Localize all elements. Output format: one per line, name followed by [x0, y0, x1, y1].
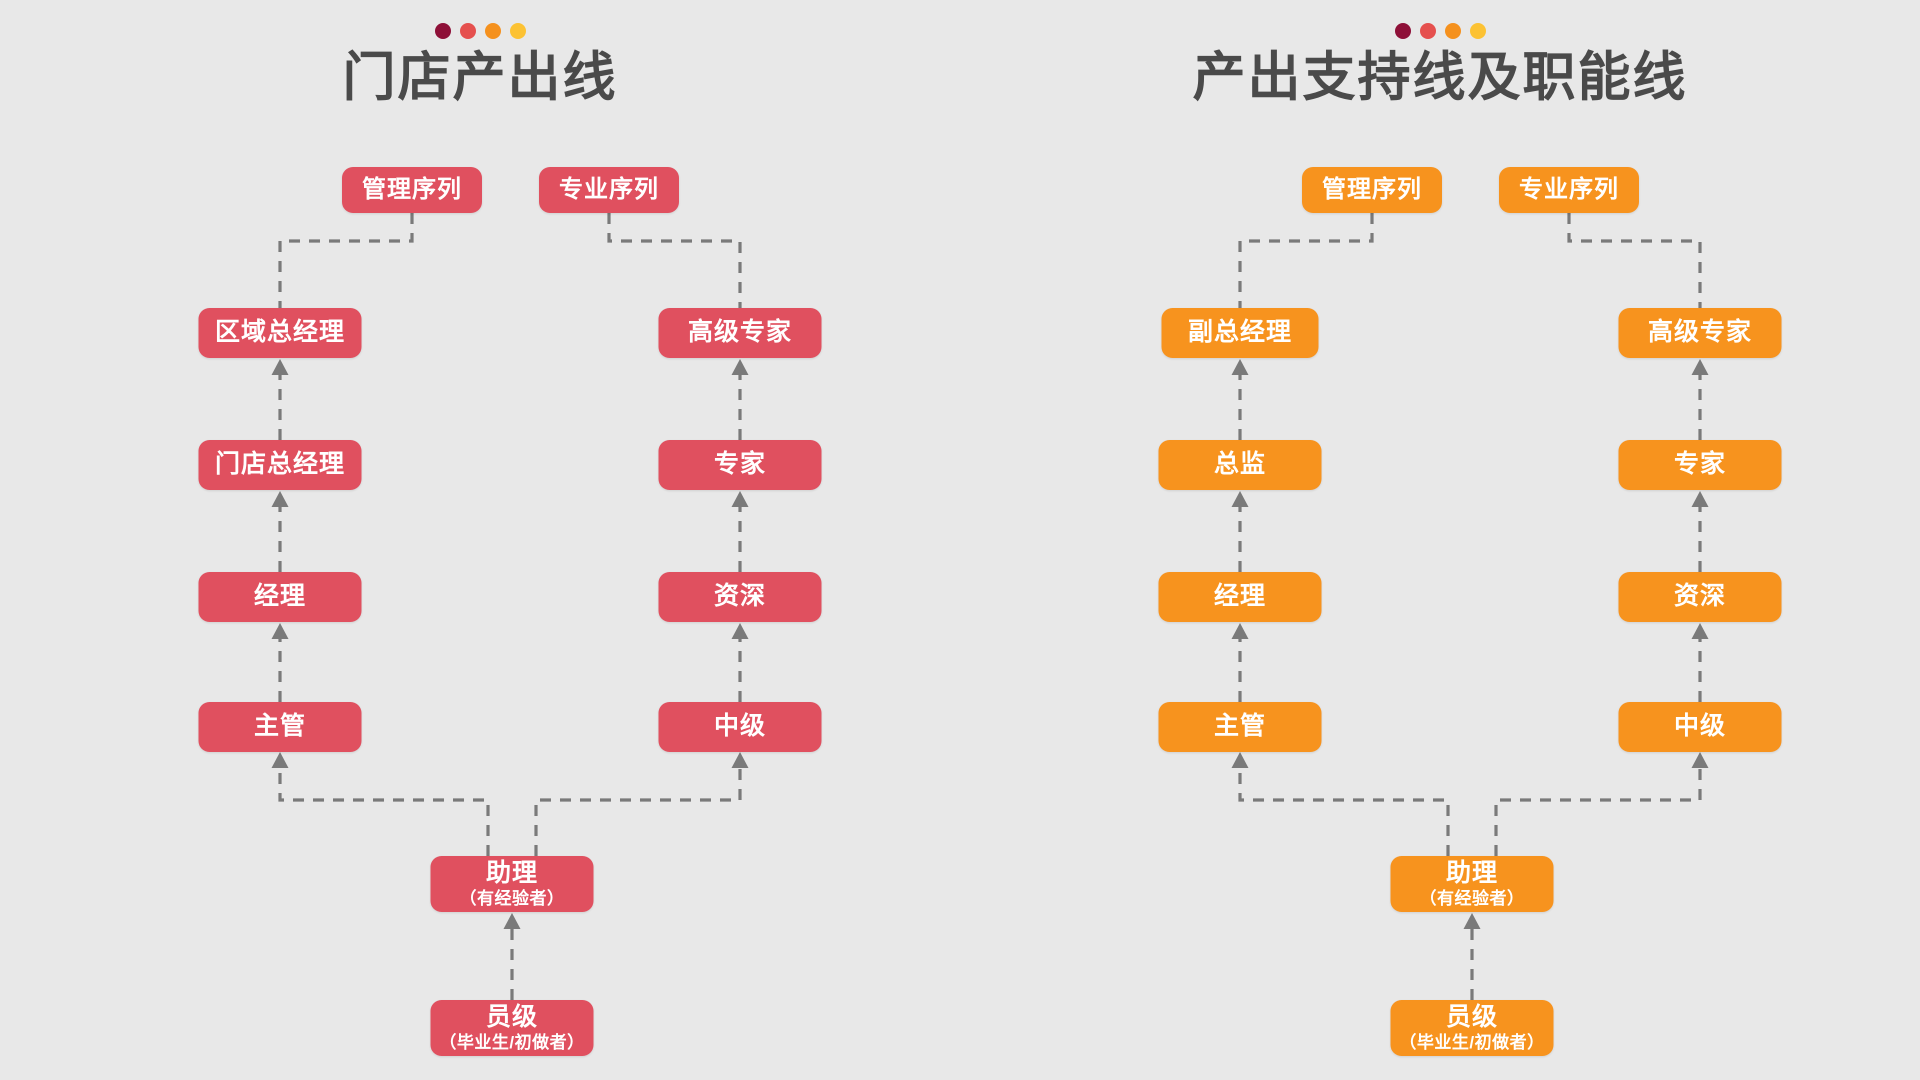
node-label: 主管 — [253, 712, 306, 741]
node-label: 专家 — [713, 450, 766, 479]
rank-node-regional-gm[interactable]: 区域总经理 — [198, 308, 362, 358]
rank-node-expert[interactable]: 专家 — [658, 440, 822, 490]
rank-node-associate[interactable]: 员级（毕业生/初做者） — [430, 1000, 594, 1056]
node-label: 副总经理 — [1187, 318, 1292, 347]
connector-assistant-to-professional — [1494, 766, 1702, 856]
rank-node-intermediate[interactable]: 中级 — [1618, 702, 1782, 752]
node-label: 主管 — [1213, 712, 1266, 741]
arrowhead-promote-expert — [1691, 359, 1709, 375]
title-block-right: 产出支持线及职能线 — [960, 22, 1920, 107]
dot-row-right — [960, 22, 1920, 39]
arrowhead-promote-manager — [271, 491, 289, 507]
arrowhead-promote-intermediate — [1691, 623, 1709, 639]
node-label: 区域总经理 — [214, 318, 345, 347]
node-label: 专家 — [1673, 450, 1726, 479]
node-label: 专业序列 — [1519, 175, 1619, 203]
title-dot-4 — [509, 22, 526, 39]
node-label: 高级专家 — [687, 318, 792, 347]
node-label: 经理 — [1213, 582, 1266, 611]
node-label: 中级 — [713, 712, 766, 741]
node-label: 员级 — [485, 1002, 538, 1031]
node-sublabel: （有经验者） — [1419, 889, 1525, 909]
rank-node-manager[interactable]: 经理 — [1158, 572, 1322, 622]
arrowhead-to-supervisor — [271, 752, 289, 768]
rank-node-manager[interactable]: 经理 — [198, 572, 362, 622]
arrowhead-promote-director — [1231, 359, 1249, 375]
node-label: 员级 — [1445, 1002, 1498, 1031]
arrowhead-promote-expert — [731, 359, 749, 375]
node-label: 助理 — [485, 858, 538, 887]
arrowhead-promote-store-gm — [271, 359, 289, 375]
rank-node-veteran[interactable]: 资深 — [1618, 572, 1782, 622]
rank-node-intermediate[interactable]: 中级 — [658, 702, 822, 752]
node-label: 总监 — [1213, 450, 1266, 479]
connector-assistant-to-management — [1238, 766, 1450, 856]
rank-node-veteran[interactable]: 资深 — [658, 572, 822, 622]
arrowhead-to-assistant — [503, 913, 521, 929]
node-label: 专业序列 — [559, 175, 659, 203]
connector-assistant-to-management — [278, 766, 490, 856]
connector-lines-left — [271, 213, 749, 1000]
node-label: 中级 — [1673, 712, 1726, 741]
arrowhead-promote-intermediate — [731, 623, 749, 639]
rank-node-supervisor[interactable]: 主管 — [1158, 702, 1322, 752]
rank-node-director[interactable]: 总监 — [1158, 440, 1322, 490]
node-label: 经理 — [253, 582, 306, 611]
node-label: 管理序列 — [1322, 175, 1422, 203]
sequence-badge-management[interactable]: 管理序列 — [1302, 167, 1442, 213]
rank-node-senior-expert[interactable]: 高级专家 — [658, 308, 822, 358]
dot-row-left — [0, 22, 960, 39]
node-label: 资深 — [713, 582, 766, 611]
arrowhead-to-assistant — [1463, 913, 1481, 929]
arrowhead-promote-veteran — [731, 491, 749, 507]
connector-professional-sequence — [607, 213, 742, 308]
rank-node-associate[interactable]: 员级（毕业生/初做者） — [1390, 1000, 1554, 1056]
node-label: 管理序列 — [362, 175, 462, 203]
rank-node-store-gm[interactable]: 门店总经理 — [198, 440, 362, 490]
rank-node-senior-expert[interactable]: 高级专家 — [1618, 308, 1782, 358]
sequence-badge-management[interactable]: 管理序列 — [342, 167, 482, 213]
panel-support-and-function-line: 产出支持线及职能线 管理序列 专业序列副总经理总监经理主管 高级专家专家资深中级助理… — [960, 0, 1920, 1080]
node-sublabel: （有经验者） — [459, 889, 565, 909]
rank-node-assistant[interactable]: 助理（有经验者） — [1390, 856, 1554, 912]
node-sublabel: （毕业生/初做者） — [1399, 1033, 1545, 1053]
rank-node-expert[interactable]: 专家 — [1618, 440, 1782, 490]
rank-node-deputy-gm[interactable]: 副总经理 — [1161, 308, 1319, 358]
rank-node-assistant[interactable]: 助理（有经验者） — [430, 856, 594, 912]
title-dot-1 — [434, 22, 451, 39]
sequence-badge-professional[interactable]: 专业序列 — [539, 167, 679, 213]
title-dot-3 — [1444, 22, 1461, 39]
title-block-left: 门店产出线 — [0, 22, 960, 107]
node-label: 高级专家 — [1647, 318, 1752, 347]
arrowhead-promote-manager — [1231, 491, 1249, 507]
node-sublabel: （毕业生/初做者） — [439, 1033, 585, 1053]
title-dot-2 — [1419, 22, 1436, 39]
node-label: 门店总经理 — [214, 450, 345, 479]
panel-store-output-line: 门店产出线 管理序列 专业序列区域总经理门店总经理经理主管 高级专家专家资深中级助理… — [0, 22, 960, 1056]
connector-management-sequence — [1238, 213, 1374, 308]
arrowhead-to-supervisor — [1231, 752, 1249, 768]
arrowhead-promote-veteran — [1691, 491, 1709, 507]
title-dot-2 — [459, 22, 476, 39]
arrowhead-to-intermediate — [731, 752, 749, 768]
connector-management-sequence — [278, 213, 414, 308]
arrowhead-promote-supervisor — [271, 623, 289, 639]
connector-assistant-to-professional — [534, 766, 742, 856]
rank-node-supervisor[interactable]: 主管 — [198, 702, 362, 752]
connector-professional-sequence — [1567, 213, 1702, 308]
arrowhead-to-intermediate — [1691, 752, 1709, 768]
node-label: 资深 — [1673, 582, 1726, 611]
node-label: 助理 — [1445, 858, 1498, 887]
page-title-right: 产出支持线及职能线 — [1192, 48, 1688, 107]
title-dot-3 — [484, 22, 501, 39]
title-dot-4 — [1469, 22, 1486, 39]
sequence-badge-professional[interactable]: 专业序列 — [1499, 167, 1639, 213]
arrowhead-promote-supervisor — [1231, 623, 1249, 639]
title-dot-1 — [1394, 22, 1411, 39]
connector-lines-right — [1231, 213, 1709, 1000]
page-title-left: 门店产出线 — [342, 48, 618, 107]
